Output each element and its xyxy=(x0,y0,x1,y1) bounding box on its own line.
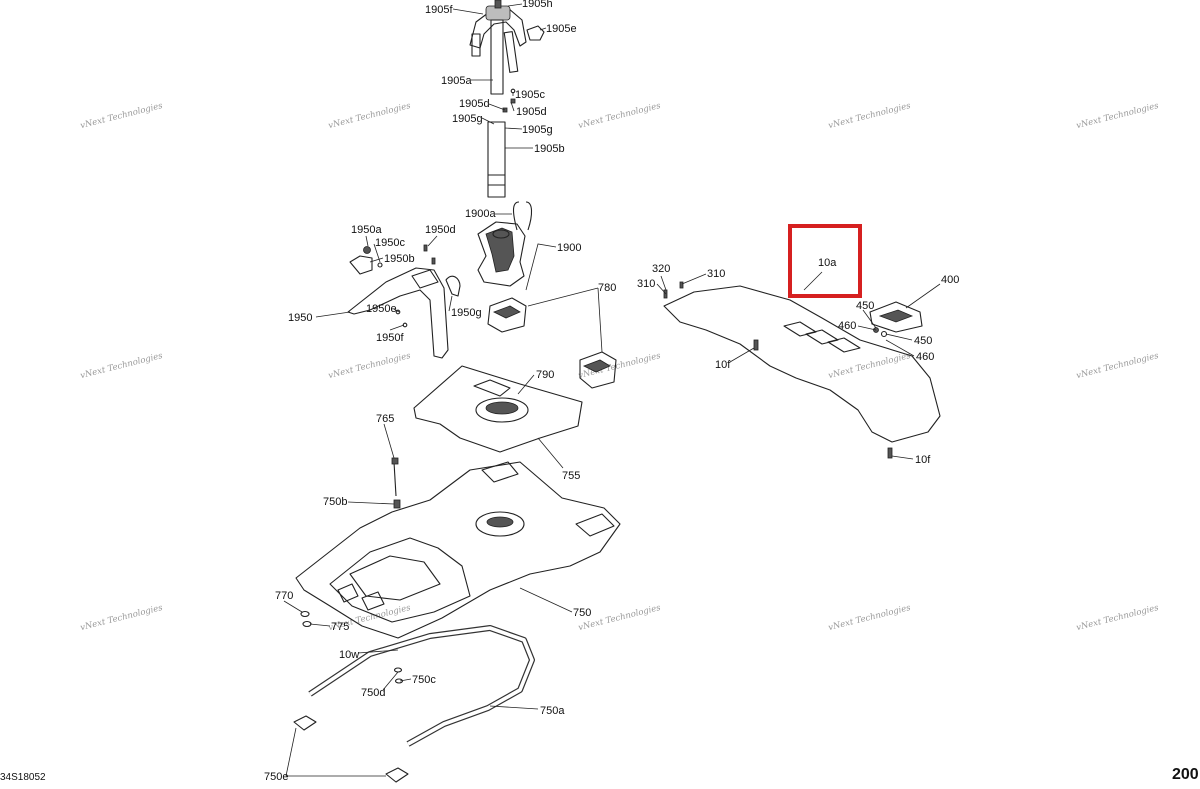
label-755: 755 xyxy=(562,470,580,482)
highlight-box-10a xyxy=(788,224,862,298)
part-labels: 1905f 1905h 1905e 1905a 1905c 1905d 1905… xyxy=(264,0,959,783)
label-1905g-right: 1905g xyxy=(522,124,553,136)
clips xyxy=(293,715,409,783)
label-1905f: 1905f xyxy=(425,4,453,16)
label-750: 750 xyxy=(573,607,591,619)
label-1950b: 1950b xyxy=(384,253,415,265)
label-775: 775 xyxy=(331,621,349,633)
label-1900: 1900 xyxy=(557,242,581,254)
label-780: 780 xyxy=(598,282,616,294)
steering-column-assembly xyxy=(469,0,545,198)
diagram-reference-code: 34S18052 xyxy=(0,772,46,783)
label-1950e: 1950e xyxy=(366,303,397,315)
label-1905d-left: 1905d xyxy=(459,98,490,110)
label-450-top: 450 xyxy=(856,300,874,312)
label-400: 400 xyxy=(941,274,959,286)
steering-support xyxy=(477,201,533,287)
watermark: vNext Technologies xyxy=(79,603,164,633)
label-1905h: 1905h xyxy=(522,0,553,10)
leader-lines xyxy=(283,3,941,777)
label-460-right: 460 xyxy=(916,351,934,363)
label-1905a: 1905a xyxy=(441,75,472,87)
label-320: 320 xyxy=(652,263,670,275)
label-1905e: 1905e xyxy=(546,23,577,35)
label-1950d: 1950d xyxy=(425,224,456,236)
label-750d: 750d xyxy=(361,687,385,699)
floor-mat xyxy=(413,365,583,453)
label-1950f: 1950f xyxy=(376,332,404,344)
watermark: vNext Technologies xyxy=(327,101,412,131)
rubber-trim xyxy=(308,625,535,747)
watermark: vNext Technologies xyxy=(1075,351,1160,381)
watermark: vNext Technologies xyxy=(827,351,912,381)
label-1950g: 1950g xyxy=(451,307,482,319)
label-1905g-left: 1905g xyxy=(452,113,483,125)
label-10w: 10w xyxy=(339,649,359,661)
electronic-module xyxy=(487,297,617,389)
label-310-right: 310 xyxy=(707,268,725,280)
label-460-left: 460 xyxy=(838,320,856,332)
watermark: vNext Technologies xyxy=(79,351,164,381)
watermark: vNext Technologies xyxy=(577,101,662,131)
footrest-panel xyxy=(663,281,941,459)
label-1905b: 1905b xyxy=(534,143,565,155)
page-number: 200 xyxy=(1172,766,1199,783)
label-10f-left: 10f xyxy=(715,359,731,371)
label-310-left: 310 xyxy=(637,278,655,290)
label-770: 770 xyxy=(275,590,293,602)
fasteners-left xyxy=(391,457,401,509)
watermark: vNext Technologies xyxy=(827,603,912,633)
label-1905c: 1905c xyxy=(515,89,545,101)
label-10f-bottom: 10f xyxy=(915,454,931,466)
mounting-bracket xyxy=(347,244,461,359)
hull-deck xyxy=(295,461,621,639)
watermark-layer: vNext Technologies vNext Technologies vN… xyxy=(79,101,1160,633)
label-750e: 750e xyxy=(264,771,288,783)
label-1950c: 1950c xyxy=(375,237,405,249)
label-1900a: 1900a xyxy=(465,208,496,220)
watermark: vNext Technologies xyxy=(1075,603,1160,633)
label-1950: 1950 xyxy=(288,312,312,324)
label-1950a: 1950a xyxy=(351,224,382,236)
label-750c: 750c xyxy=(412,674,436,686)
watermark: vNext Technologies xyxy=(1075,101,1160,131)
label-765: 765 xyxy=(376,413,394,425)
label-790: 790 xyxy=(536,369,554,381)
watermark: vNext Technologies xyxy=(827,101,912,131)
watermark: vNext Technologies xyxy=(79,101,164,131)
label-10a: 10a xyxy=(818,257,837,269)
label-750b: 750b xyxy=(323,496,347,508)
label-750a: 750a xyxy=(540,705,565,717)
label-1905d-right: 1905d xyxy=(516,106,547,118)
watermark: vNext Technologies xyxy=(327,351,412,381)
label-450-right: 450 xyxy=(914,335,932,347)
